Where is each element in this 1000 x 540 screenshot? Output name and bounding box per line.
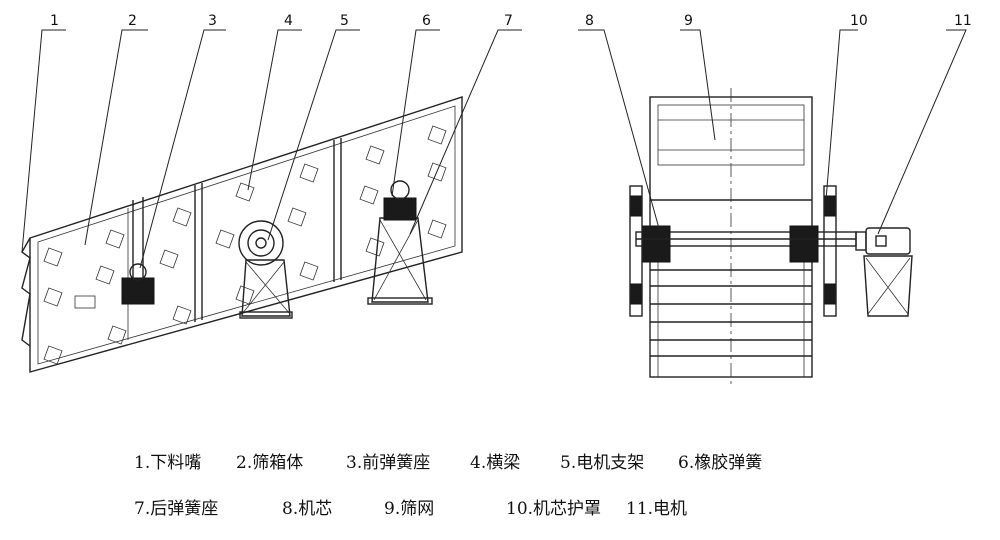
screen-box-end-view: [649, 88, 813, 385]
callout-1: 1: [50, 13, 59, 29]
callout-3: 3: [208, 13, 217, 29]
callout-2: 2: [128, 13, 137, 29]
legend-item-11: 11.电机: [626, 499, 688, 519]
vibrator-shaft: [635, 225, 857, 263]
mesh-pattern-side: [43, 125, 447, 365]
legend-item-4: 4.横梁: [470, 453, 521, 473]
legend-item-2: 2.筛箱体: [236, 453, 304, 473]
motor-support: [238, 220, 293, 319]
rear-spring-seat: [367, 180, 433, 305]
legend-item-8: 8.机芯: [282, 499, 333, 519]
parts-legend: 1.下料嘴 2.筛箱体 3.前弹簧座 4.横梁 5.电机支架 6.橡胶弹簧 7.…: [0, 430, 1000, 540]
callout-5: 5: [340, 13, 349, 29]
legend-item-3: 3.前弹簧座: [346, 453, 431, 473]
legend-item-1: 1.下料嘴: [134, 453, 202, 473]
screen-box-side-view: [21, 96, 463, 373]
legend-item-10: 10.机芯护罩: [506, 499, 602, 519]
callout-7: 7: [504, 13, 513, 29]
callout-leaders: [21, 29, 967, 269]
callout-9: 9: [684, 13, 693, 29]
vibrating-screen-drawing: 1 2 3 4 5 6 7 8 9 10 11: [21, 13, 972, 385]
core-guards: [629, 185, 837, 317]
callout-4: 4: [284, 13, 293, 29]
legend-item-9: 9.筛网: [384, 499, 435, 519]
legend-item-6: 6.橡胶弹簧: [678, 453, 763, 473]
callout-10: 10: [850, 13, 868, 29]
motor: [855, 227, 913, 317]
legend-item-7: 7.后弹簧座: [134, 499, 219, 519]
callout-6: 6: [422, 13, 431, 29]
callout-8: 8: [585, 13, 594, 29]
callout-numbers: 1 2 3 4 5 6 7 8 9 10 11: [50, 13, 972, 29]
front-spring-seat: [121, 197, 155, 305]
legend-item-5: 5.电机支架: [560, 453, 645, 473]
callout-11: 11: [954, 13, 972, 29]
